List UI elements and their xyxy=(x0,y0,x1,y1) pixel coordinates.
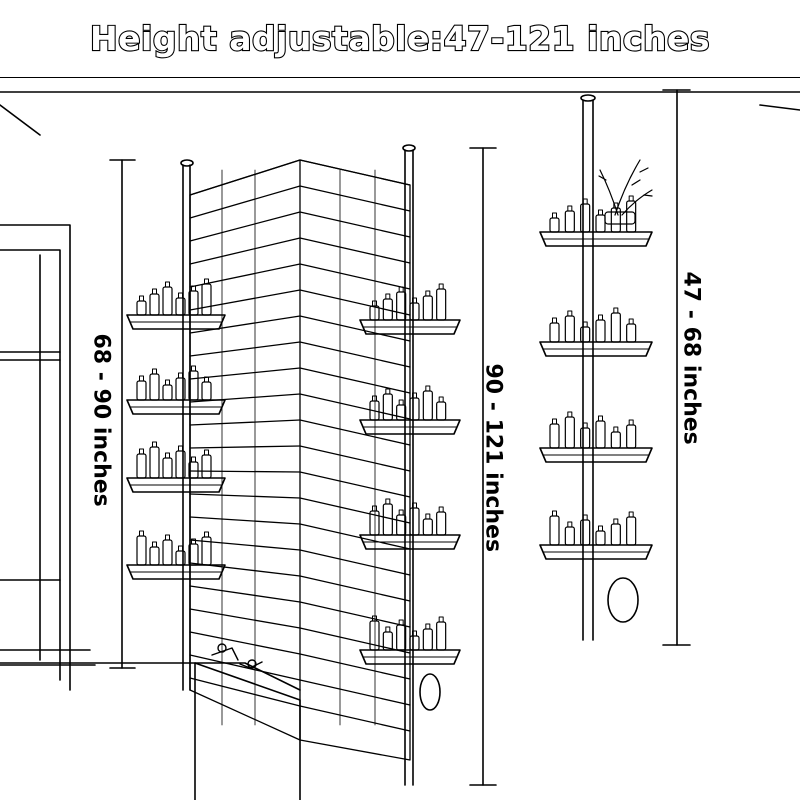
height-measure-left xyxy=(109,159,136,669)
shelf-tower-left xyxy=(126,159,226,691)
bathroom-illustration xyxy=(0,89,800,800)
bath-sponge xyxy=(419,673,441,711)
plant xyxy=(598,159,653,225)
bathtub xyxy=(0,643,301,800)
banner-title: Height adjustable:47-121 inches xyxy=(89,18,711,59)
faucet xyxy=(211,643,263,669)
header-banner: Height adjustable:47-121 inches xyxy=(0,0,800,78)
height-label-left: 68 - 90 inches xyxy=(88,333,114,507)
height-measure-middle xyxy=(469,147,497,786)
window-frame xyxy=(0,91,800,691)
height-label-right: 47 - 68 inches xyxy=(678,271,704,445)
tiled-pillar xyxy=(189,159,411,761)
height-label-middle: 90 - 121 inches xyxy=(480,363,506,553)
shelf-tower-right xyxy=(539,94,653,641)
height-measure-right xyxy=(662,89,691,646)
bath-sponge xyxy=(607,577,639,623)
shelf-tower-middle xyxy=(359,144,461,786)
